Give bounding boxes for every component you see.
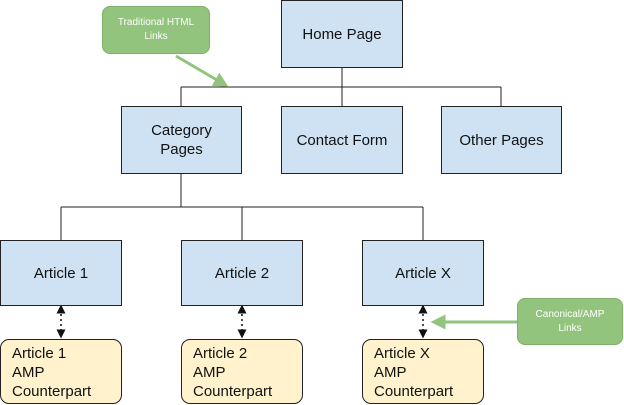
- other-pages-label: Other Pages: [459, 131, 544, 149]
- home-page-label: Home Page: [302, 25, 382, 43]
- amp-line: AMP: [12, 364, 45, 381]
- amp-line: Article 2: [193, 345, 248, 362]
- traditional-html-links-label: Traditional HTML Links: [117, 17, 195, 42]
- contact-form-node: Contact Form: [281, 106, 403, 174]
- amp-line: Counterpart: [193, 383, 273, 400]
- amp-line: Article 1: [12, 345, 67, 362]
- article-2-label: Article 2: [214, 264, 270, 282]
- traditional-html-links-callout: Traditional HTML Links: [102, 6, 210, 54]
- category-pages-label: Category Pages: [151, 122, 212, 158]
- article-2-amp-node: Article 2 AMP Counterpart: [181, 339, 303, 404]
- article-1-node: Article 1: [0, 240, 122, 306]
- category-pages-node: Category Pages: [121, 106, 242, 174]
- amp-line: Counterpart: [374, 383, 454, 400]
- article-x-node: Article X: [362, 240, 484, 306]
- other-pages-node: Other Pages: [441, 106, 562, 174]
- home-page-node: Home Page: [281, 0, 403, 68]
- article-x-label: Article X: [395, 264, 451, 282]
- traditional-callout-pointer: [175, 54, 229, 87]
- article-2-node: Article 2: [181, 240, 303, 306]
- contact-form-label: Contact Form: [296, 131, 388, 149]
- article-x-amp-node: Article X AMP Counterpart: [362, 339, 484, 404]
- amp-line: AMP: [193, 364, 226, 381]
- amp-line: AMP: [374, 364, 407, 381]
- article-1-label: Article 1: [33, 264, 89, 282]
- canonical-amp-links-label: Canonical/AMP Links: [535, 308, 605, 334]
- amp-line: Article X: [374, 345, 430, 362]
- amp-line: Counterpart: [12, 383, 92, 400]
- article-1-amp-node: Article 1 AMP Counterpart: [0, 339, 122, 404]
- canonical-amp-links-callout: Canonical/AMP Links: [517, 298, 623, 345]
